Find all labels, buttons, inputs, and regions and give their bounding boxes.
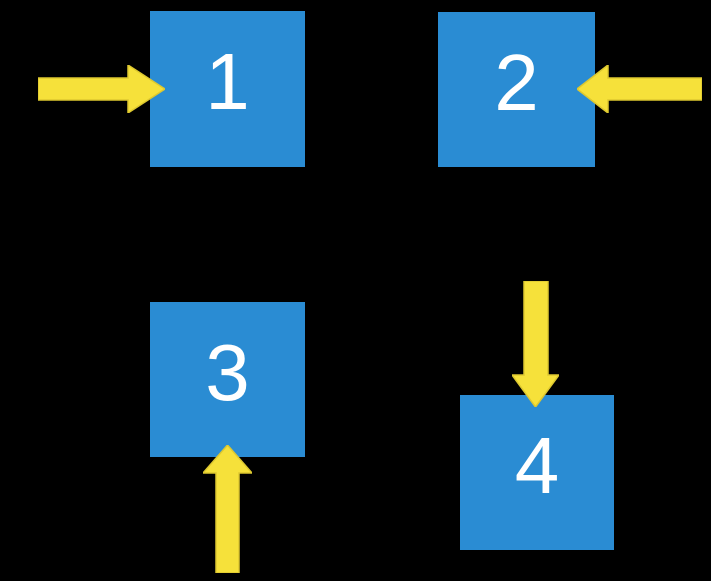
arrow-left-icon bbox=[577, 65, 702, 113]
arrow-up-icon bbox=[203, 445, 252, 573]
arrow-right-icon bbox=[38, 65, 165, 113]
square-4-label: 4 bbox=[514, 420, 560, 510]
square-1: 1 bbox=[150, 11, 305, 167]
square-4: 4 bbox=[460, 395, 614, 550]
square-2-label: 2 bbox=[494, 37, 539, 127]
square-3-label: 3 bbox=[205, 327, 250, 417]
square-2: 2 bbox=[438, 12, 595, 167]
square-3: 3 bbox=[150, 302, 305, 457]
arrow-down-icon bbox=[512, 281, 559, 407]
square-1-label: 1 bbox=[205, 37, 250, 126]
